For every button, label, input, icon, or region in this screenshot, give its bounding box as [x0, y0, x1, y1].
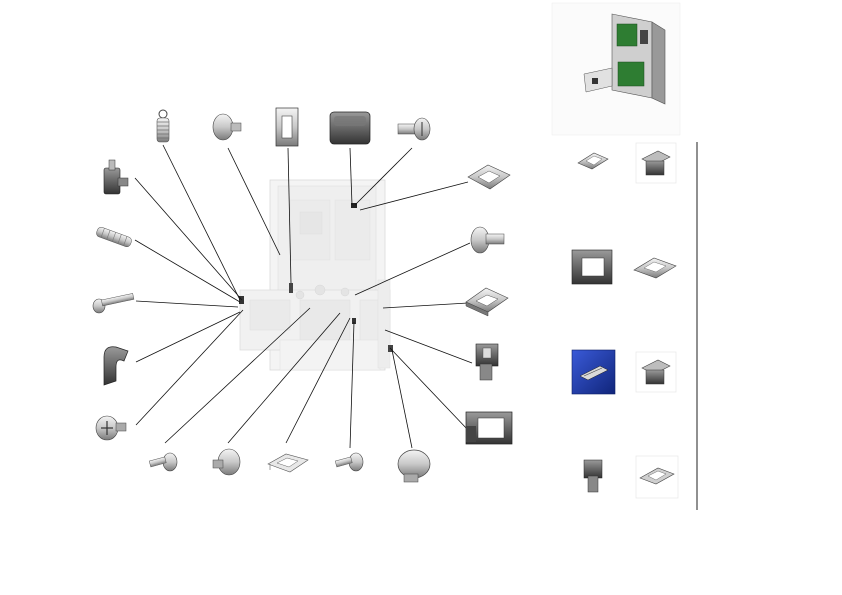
assembly-board-view — [239, 179, 391, 371]
small-screw-part — [148, 452, 178, 472]
snap-fastener-part — [475, 343, 499, 381]
clip-variant-thumb[interactable] — [635, 455, 679, 499]
keyed-pin-part — [397, 117, 431, 141]
extension-spring-part — [96, 227, 132, 247]
latch-variant-thumb[interactable] — [635, 142, 677, 184]
latch-variant-thumb-2[interactable] — [635, 351, 677, 393]
rectangular-frame-clip-part — [275, 107, 299, 147]
assembly-context-3d-view — [551, 2, 681, 136]
flanged-stud-part — [470, 226, 505, 254]
angled-bracket-part — [465, 287, 509, 317]
long-screw-part — [92, 293, 135, 314]
u-bracket-variant-thumb[interactable] — [568, 244, 618, 292]
clamp-variant-thumb[interactable] — [574, 143, 614, 183]
mushroom-pin-part — [212, 113, 242, 141]
snap-variant-thumb[interactable] — [576, 456, 612, 498]
wire-clip-part — [267, 453, 309, 473]
coil-spring-part — [156, 109, 170, 143]
frame-clip-variant-thumb[interactable] — [632, 246, 678, 286]
connector-variant-thumb[interactable] — [571, 349, 616, 395]
u-bracket-part — [465, 411, 513, 445]
large-knob-pin-part — [397, 449, 431, 483]
flat-frame-clip-part — [467, 164, 511, 190]
cross-head-screw-part — [95, 415, 127, 441]
rubber-bumper-part — [329, 111, 371, 145]
short-screw-part — [334, 452, 364, 472]
domed-pin-part — [212, 448, 241, 476]
hook-clip-part — [103, 346, 129, 386]
spring-clip-part — [103, 159, 129, 195]
callout-leader-lines — [134, 144, 473, 449]
